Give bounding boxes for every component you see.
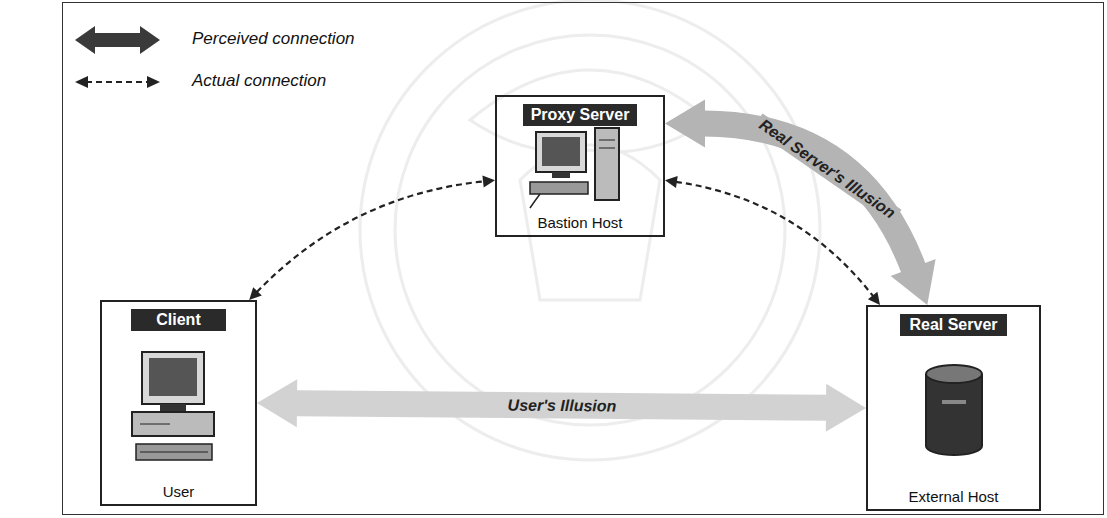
box-caption: User [102,483,255,500]
legend-perceived-sample [75,26,160,54]
connection-label: User's Illusion [503,396,620,415]
watermark-seal [360,0,820,460]
computer-icon [530,128,619,208]
legend-actual-sample [75,76,160,88]
host-box: Real ServerExternal Host [866,305,1041,511]
box-caption: External Host [868,488,1039,505]
legend-text: Actual connection [192,71,326,91]
server-cylinder-icon [926,365,982,455]
box-caption: Bastion Host [497,214,663,231]
box-header: Proxy Server [523,104,638,126]
actual-connection [249,176,495,301]
box-header: Client [131,309,226,331]
box-header: Real Server [900,314,1006,336]
host-box: ClientUser [100,300,257,506]
host-box: Proxy ServerBastion Host [495,95,665,237]
computer-icon [132,352,214,460]
legend-text: Perceived connection [192,29,355,49]
actual-connection [665,176,880,305]
perceived-connection [665,100,936,306]
perceived-connection [257,379,866,431]
